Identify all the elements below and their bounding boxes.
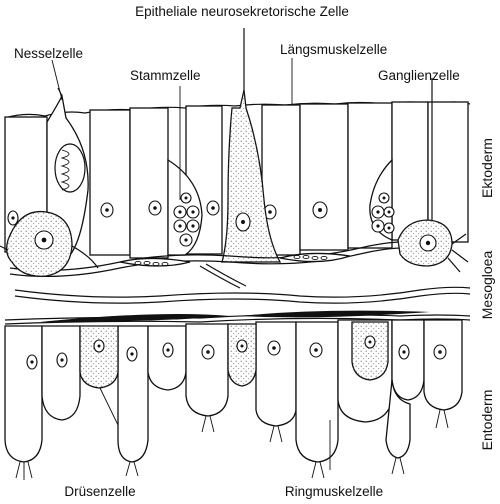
layer-label-ektoderm: Ektoderm <box>479 138 495 198</box>
entoderm-cell <box>295 321 339 463</box>
entoderm-cell <box>41 325 81 421</box>
entoderm-cell <box>423 319 463 411</box>
label-nesselzelle: Nesselzelle <box>14 46 83 61</box>
muscle-fiber-cross-sections <box>134 254 328 267</box>
ectoderm-cell <box>391 101 429 241</box>
ectoderm-layer <box>4 28 471 263</box>
label-stammzelle: Stammzelle <box>130 68 201 83</box>
ectoderm-cell <box>89 109 131 256</box>
stem-cell-cluster-right <box>369 158 395 241</box>
flagella <box>15 409 449 480</box>
label-epithelial-neurosecretory-cell: Epitheliale neurosekretorische Zelle <box>135 4 349 19</box>
ectoderm-cell <box>261 104 301 256</box>
entoderm-cell <box>147 325 187 391</box>
label-druesenzelle: Drüsenzelle <box>64 484 135 499</box>
entoderm-nuclei <box>26 340 447 370</box>
ganglion-cell-right <box>397 78 469 273</box>
entoderm-cell <box>4 325 43 463</box>
stem-cell-cluster-left <box>167 158 203 256</box>
neurosecretory-cell <box>221 28 282 263</box>
label-laengsmuskelzelle: Längsmuskelzelle <box>280 42 387 57</box>
label-ringmuskelzelle: Ringmuskelzelle <box>285 484 383 499</box>
entoderm-cell <box>385 379 411 459</box>
entoderm-cell <box>117 325 149 463</box>
entoderm-layer <box>4 319 463 480</box>
gland-cells <box>79 321 389 389</box>
label-ganglienzelle: Ganglienzelle <box>378 68 460 83</box>
ganglion-cell-left <box>0 210 99 277</box>
layer-label-mesogloea: Mesogloea <box>479 251 495 320</box>
ectoderm-cell <box>129 107 169 259</box>
layer-label-entoderm: Entoderm <box>479 390 495 451</box>
entoderm-cell <box>391 319 425 401</box>
ectoderm-cell <box>299 103 349 251</box>
entoderm-cell <box>185 323 229 417</box>
entoderm-cell <box>255 321 297 427</box>
ectoderm-cell <box>427 101 469 243</box>
ectoderm-nuclei <box>7 200 328 226</box>
label-pointers <box>51 58 331 470</box>
mesogloea-layer <box>0 78 471 325</box>
